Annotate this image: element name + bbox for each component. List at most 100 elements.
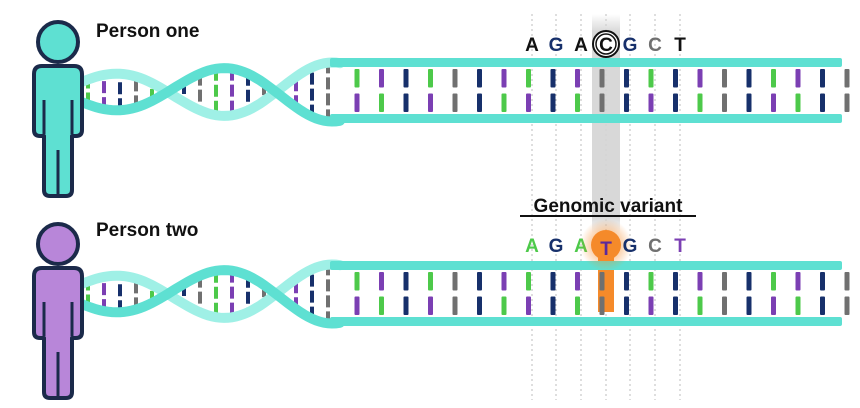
sequence-base-letter: T — [600, 239, 612, 260]
base-pair-rung — [820, 93, 825, 112]
sequence-base-letter: A — [525, 236, 539, 257]
base-pair-rung — [379, 69, 384, 88]
base-pair-rung — [452, 296, 458, 315]
dna-ladder — [330, 58, 850, 123]
base-pair-rung — [697, 272, 703, 291]
person-icon — [32, 20, 84, 198]
base-pair-rung — [550, 272, 556, 291]
variant-title: Genomic variant — [534, 196, 684, 217]
sequence-base-letter: C — [599, 35, 613, 56]
base-pair-rung — [452, 93, 458, 112]
base-pair-rung — [820, 272, 825, 291]
base-pair-rung — [771, 93, 776, 112]
base-pair-rung — [771, 296, 776, 315]
base-pair-rung — [844, 93, 850, 112]
base-pair-rung — [599, 272, 605, 291]
sequence-base-letter: A — [525, 35, 539, 56]
base-pair-rung — [844, 296, 850, 315]
helix-strand-back — [75, 259, 345, 323]
base-pair-rung — [526, 93, 531, 112]
base-pair-rung — [746, 93, 752, 112]
helix-strand-front — [75, 63, 345, 127]
base-pair-rung — [599, 296, 605, 315]
base-pair-rung — [575, 93, 580, 112]
dna-helix-icon — [75, 57, 345, 127]
base-pair-rung — [526, 296, 531, 315]
base-pair-rung — [795, 272, 801, 291]
helix-strand-back — [75, 57, 345, 121]
base-pair-rung — [795, 93, 801, 112]
base-pair-rung — [501, 69, 507, 88]
variant-base-circle-inner — [595, 33, 617, 55]
base-pair-rung — [673, 272, 678, 291]
sequence-person-two: AGATGCT — [525, 219, 686, 271]
base-pair-rung — [526, 69, 531, 88]
base-pair-rung — [477, 296, 482, 315]
base-pair-rung — [428, 69, 433, 88]
base-pair-rung — [697, 93, 703, 112]
base-pair-rung — [379, 296, 384, 315]
base-pair-rung — [648, 93, 654, 112]
base-pair-rung — [599, 69, 605, 88]
base-pair-rung — [477, 272, 482, 291]
sequence-base-letter: A — [574, 35, 588, 56]
base-pair-rung — [771, 272, 776, 291]
base-pair-rung — [673, 93, 678, 112]
base-pair-rung — [575, 272, 580, 291]
person-icon — [32, 222, 84, 400]
dna-helix-icon — [75, 259, 345, 329]
base-pair-rung — [403, 272, 409, 291]
base-pair-rung — [452, 69, 458, 88]
base-pair-rung — [501, 296, 507, 315]
base-pair-rung — [624, 272, 629, 291]
base-pair-rung — [550, 69, 556, 88]
base-pair-rung — [746, 69, 752, 88]
base-pair-rung — [354, 69, 360, 88]
helix-strand-front — [75, 265, 345, 329]
base-pair-rung — [428, 296, 433, 315]
base-pair-rung — [771, 69, 776, 88]
sequence-base-letter: G — [549, 35, 564, 56]
sequence-base-letter: C — [648, 35, 662, 56]
base-pair-rung — [379, 272, 384, 291]
sequence-base-letter: C — [648, 236, 662, 257]
base-pair-rung — [648, 272, 654, 291]
base-pair-rung — [477, 93, 482, 112]
base-pair-rung — [722, 272, 727, 291]
sequence-base-letter: G — [623, 35, 638, 56]
base-pair-rung — [673, 296, 678, 315]
base-pair-rung — [575, 296, 580, 315]
base-pair-rung — [428, 93, 433, 112]
person-one-label: Person one — [96, 21, 199, 42]
base-pair-rung — [795, 69, 801, 88]
base-pair-rung — [354, 296, 360, 315]
base-pair-rung — [722, 296, 727, 315]
base-pair-rung — [844, 69, 850, 88]
base-pair-rung — [379, 93, 384, 112]
base-pair-rung — [428, 272, 433, 291]
sequence-base-letter: G — [549, 236, 564, 257]
base-pair-rung — [722, 69, 727, 88]
base-pair-rung — [746, 296, 752, 315]
dna-strand-top — [330, 58, 842, 67]
base-pair-rung — [403, 93, 409, 112]
base-pair-rung — [550, 93, 556, 112]
base-pair-rung — [648, 296, 654, 315]
column-guides — [531, 14, 681, 400]
dna-strand-top — [330, 261, 842, 270]
base-pair-rung — [746, 272, 752, 291]
base-pair-rung — [403, 296, 409, 315]
base-pair-rung — [354, 272, 360, 291]
base-pair-rung — [697, 69, 703, 88]
base-pair-rung — [599, 93, 605, 112]
base-pair-rung — [477, 69, 482, 88]
dna-ladder — [330, 261, 850, 326]
person-two-row: Person two Genomic variant AGATGCT — [32, 196, 850, 400]
base-pair-rung — [624, 69, 629, 88]
dna-strand-bottom — [330, 114, 842, 123]
base-pair-rung — [550, 296, 556, 315]
sequence-base-letter: T — [674, 236, 686, 257]
